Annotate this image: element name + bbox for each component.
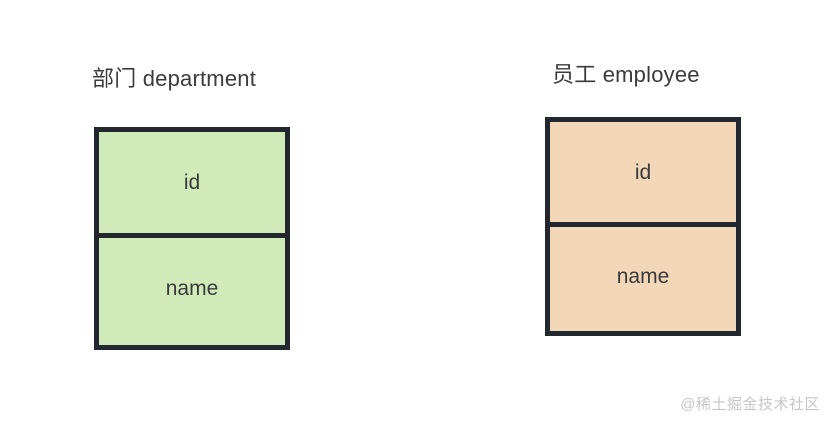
entity-department-box: id name [94, 127, 290, 350]
entity-employee-field-name: name [550, 227, 736, 331]
entity-department-title: 部门 department [92, 66, 257, 91]
entity-department-field-id: id [99, 132, 285, 238]
entity-employee-field-name-label: name [616, 264, 670, 288]
entity-employee-field-id: id [550, 122, 736, 227]
watermark: @稀土掘金技术社区 [680, 396, 820, 413]
entity-employee-field-id-label: id [634, 160, 652, 184]
entity-employee-title: 员工 employee [552, 62, 700, 87]
entity-employee-box: id name [545, 117, 741, 336]
entity-department-field-id-label: id [183, 171, 201, 194]
entity-department-field-name-label: name [165, 277, 219, 300]
entity-department-field-name: name [99, 238, 285, 345]
